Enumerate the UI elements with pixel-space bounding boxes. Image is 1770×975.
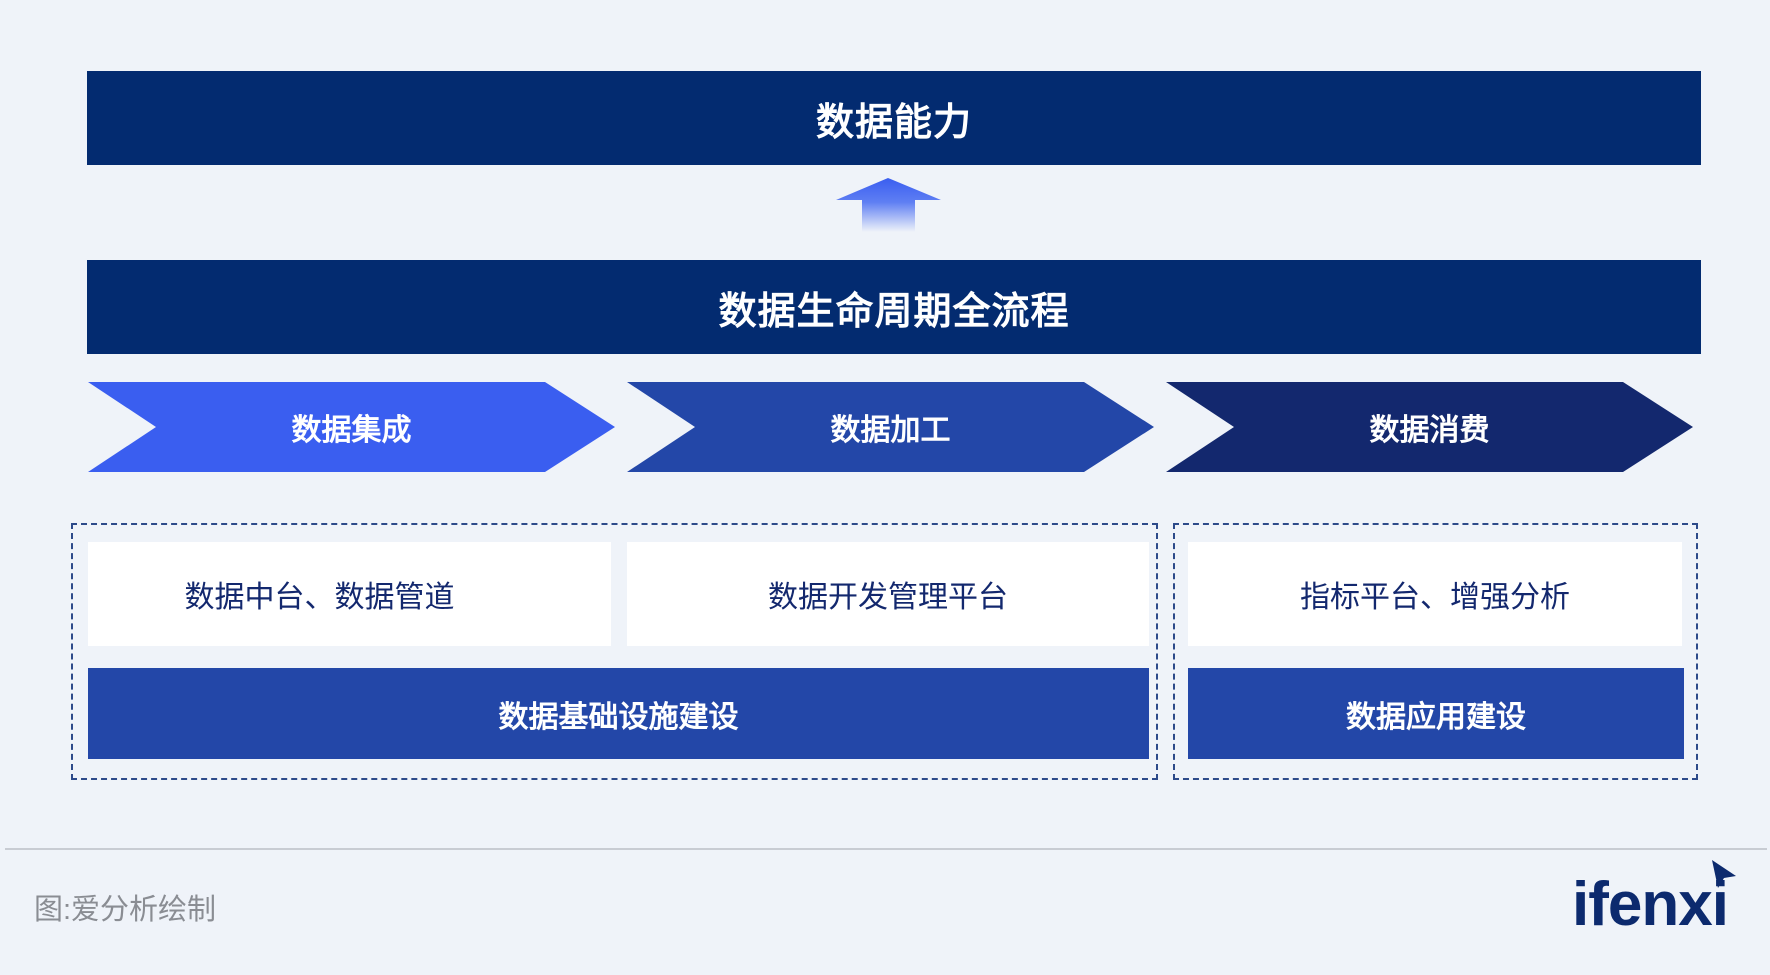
tool-label: 数据中台、数据管道 [184, 581, 455, 614]
tool-box: 数据中台、数据管道 [88, 542, 611, 646]
stage-label: 数据集成 [291, 414, 412, 447]
data-capability-label: 数据能力 [815, 101, 972, 144]
tool-box: 数据开发管理平台 [627, 542, 1149, 646]
up-arrow-icon [836, 178, 941, 232]
divider [5, 848, 1767, 850]
lifecycle-label: 数据生命周期全流程 [718, 290, 1070, 333]
lifecycle-bar: 数据生命周期全流程 [87, 260, 1701, 354]
stage-label: 数据消费 [1369, 414, 1490, 447]
tool-label: 数据开发管理平台 [768, 581, 1008, 614]
infrastructure-group [71, 523, 1158, 780]
stage-label: 数据加工 [830, 414, 951, 447]
stage-integration: 数据集成 [88, 382, 615, 472]
infrastructure-label: 数据基础设施建设 [498, 700, 739, 734]
stage-consumption: 数据消费 [1166, 382, 1693, 472]
stage-processing: 数据加工 [627, 382, 1154, 472]
data-capability-bar: 数据能力 [87, 71, 1701, 165]
application-group [1173, 523, 1698, 780]
application-bar: 数据应用建设 [1188, 668, 1684, 759]
tool-label: 指标平台、增强分析 [1300, 581, 1570, 614]
infrastructure-bar: 数据基础设施建设 [88, 668, 1149, 759]
application-label: 数据应用建设 [1346, 700, 1526, 734]
tool-box: 指标平台、增强分析 [1188, 542, 1682, 646]
source-note: 图:爱分析绘制 [34, 894, 217, 926]
ifenxi-logo: ifenxi [1572, 860, 1742, 936]
